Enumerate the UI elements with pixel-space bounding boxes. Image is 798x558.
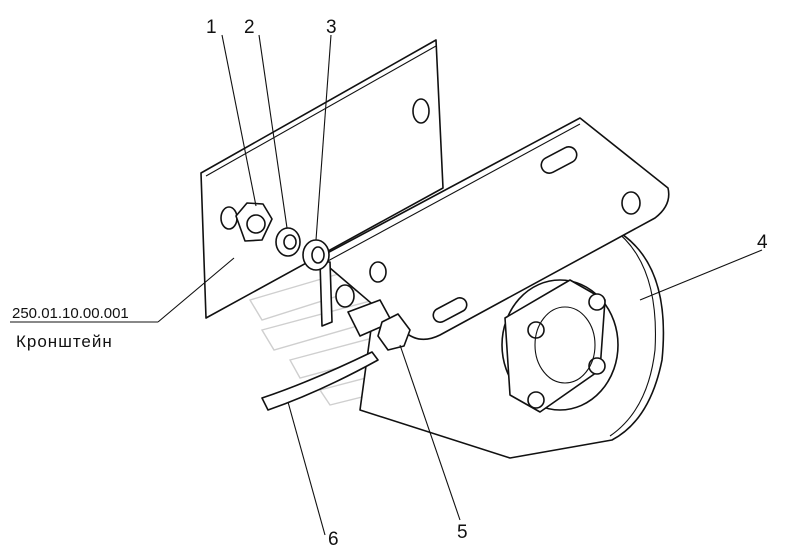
plate-hole-top xyxy=(412,98,430,124)
leader-3 xyxy=(315,34,332,241)
housing-screw-2 xyxy=(588,357,606,375)
bracket-hole-left xyxy=(369,261,387,283)
bolt xyxy=(335,284,411,351)
housing-screw-1 xyxy=(588,293,606,311)
callout-4: 4 xyxy=(757,232,768,253)
callout-5: 5 xyxy=(457,522,468,543)
part-number: 250.01.10.00.001 xyxy=(12,305,129,322)
leader-4 xyxy=(639,249,763,301)
bracket-slot-top xyxy=(540,146,578,174)
leader-6 xyxy=(287,401,326,536)
leader-2 xyxy=(258,34,288,229)
housing-screw-3 xyxy=(527,391,545,409)
leader-5 xyxy=(399,344,461,521)
callout-3: 3 xyxy=(326,17,337,38)
l-bracket xyxy=(317,117,670,341)
washer-flat xyxy=(302,239,330,271)
callout-1: 1 xyxy=(206,17,217,38)
fastener-set xyxy=(235,202,330,271)
leader-lines xyxy=(10,34,763,536)
bracket-hole xyxy=(621,191,641,215)
nut xyxy=(235,202,273,242)
bracket-slot-bottom xyxy=(432,297,468,323)
washer-spring xyxy=(275,227,301,257)
callout-2: 2 xyxy=(244,17,255,38)
callout-6: 6 xyxy=(328,529,339,550)
cable xyxy=(261,351,379,411)
bracket-plate xyxy=(200,39,444,319)
part-name: Кронштейн xyxy=(16,332,113,351)
leader-plate xyxy=(157,257,235,323)
leader-1 xyxy=(221,34,257,207)
